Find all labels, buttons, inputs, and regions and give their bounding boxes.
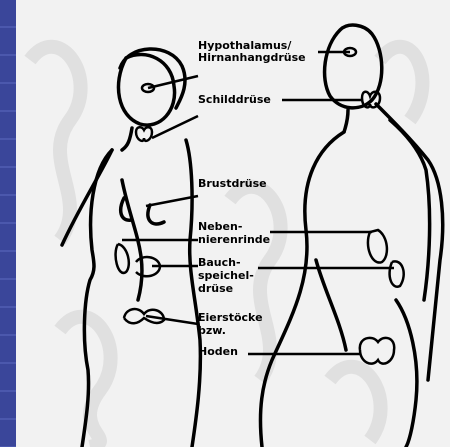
female-head [118,54,174,125]
male-arm-line [390,120,430,300]
female-right-breast [148,205,164,224]
female-neck [122,128,132,150]
label-speichel: speichel- [198,270,254,282]
male-adrenal-kidney [368,230,387,263]
label-neben: Neben- [198,221,242,233]
male-waist-line [316,260,346,350]
male-testes [360,338,394,364]
female-thyroid [136,127,152,141]
female-adrenal [116,244,129,273]
label-hypothalamus: Hypothalamus/ [198,40,291,52]
label-schilddruese: Schilddrüse [198,94,271,106]
leader-breast [146,196,198,206]
male-buttock-line [396,300,417,447]
diagram-panel: Hypothalamus/ Hirnanhangdrüse Schilddrüs… [16,0,450,447]
label-hirnanhangdruese: Hirnanhangdrüse [198,52,306,64]
label-druese: drüse [198,283,233,295]
male-neck [344,110,348,132]
label-eierstoecke: Eierstöcke [198,312,263,324]
side-strip [0,0,16,447]
male-head [325,25,382,108]
label-hoden: Hoden [198,346,238,358]
leader-thyroid-female [152,116,198,138]
female-ovaries [124,309,164,323]
male-pancreas [390,261,404,286]
label-bzw: bzw. [198,325,226,337]
label-bauch: Bauch- [198,257,241,269]
male-front-outline [260,132,344,447]
label-nierenrinde: nierenrinde [198,234,270,246]
label-brustdruese: Brustdrüse [198,178,267,190]
